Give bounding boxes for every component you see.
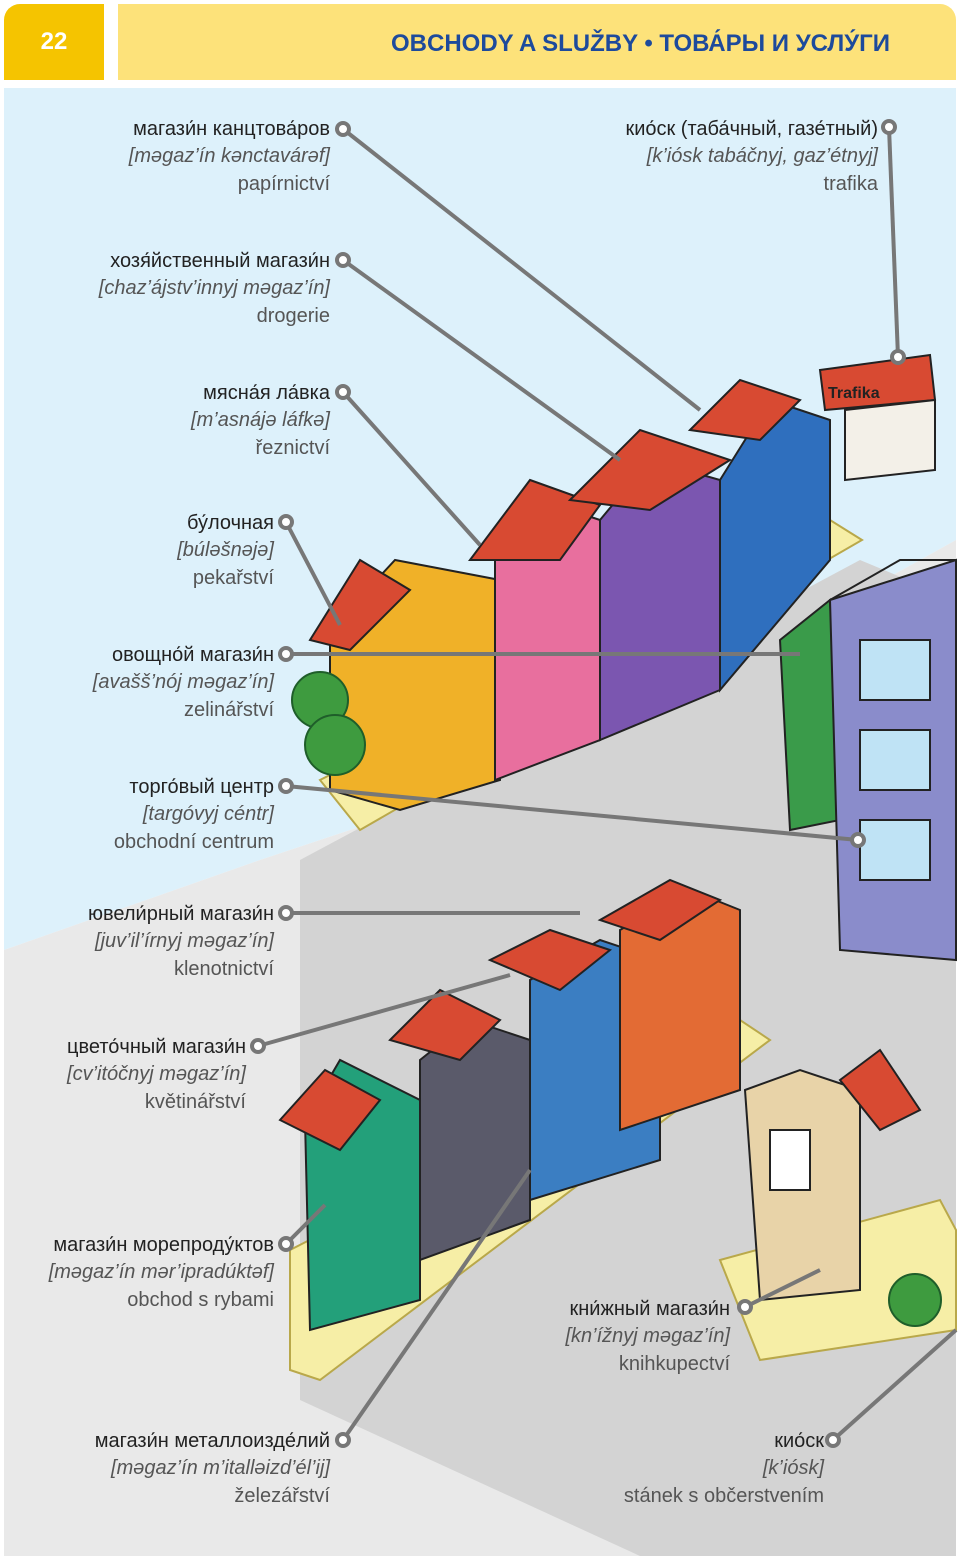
- label-butcher-shop: мясна́я ла́вка [m’asnájə láfkə] řeznictv…: [0, 380, 330, 462]
- label-hardware-transcription: [məgaz’ín m’italləizd’él’ij]: [111, 1457, 330, 1479]
- label-snack-kiosk-russian: кио́ск: [774, 1430, 824, 1452]
- shopping-centre-building: [828, 558, 957, 962]
- label-bookshop-transcription: [kn’ížnyj məgaz’ín]: [565, 1325, 730, 1347]
- label-jeweller-russian: ювели́рный магази́н: [88, 903, 274, 925]
- label-bakery: бу́лочная [búləšnəjə] pekařství: [0, 510, 274, 592]
- tobacco-kiosk: Trafika: [818, 353, 937, 482]
- label-stationery-transcription: [məgaz’ín kənctavárəf]: [128, 145, 330, 167]
- label-greengrocer-czech: zelinářství: [183, 699, 274, 721]
- label-butcher-russian: мясна́я ла́вка: [203, 382, 330, 404]
- label-greengrocer-transcription: [avašš’nój məgaz’ín]: [92, 671, 274, 693]
- label-stationery-russian: магази́н канцтова́ров: [133, 118, 330, 140]
- label-bakery-russian: бу́лочная: [186, 512, 274, 534]
- label-shopping-centre: торго́вый центр [targóvyj céntr] obchodn…: [0, 774, 274, 856]
- label-hardware-russian: магази́н металлоизде́лий: [94, 1430, 330, 1452]
- lower-row-houses: [278, 878, 741, 1332]
- label-bakery-czech: pekařství: [192, 567, 274, 589]
- chapter-header: OBCHODY A SLUŽBY • ТОВА́РЫ И УСЛУ́ГИ: [118, 4, 956, 80]
- upper-row-houses: [308, 378, 842, 832]
- label-tobacco-kiosk: кио́ск (таба́чный, газе́тный) [k’iósk ta…: [548, 116, 878, 198]
- label-shopping-centre-transcription: [targóvyj céntr]: [142, 803, 274, 825]
- label-household-transcription: [chaz’ájstv’innyj məgaz’ín]: [98, 277, 330, 299]
- label-fishmonger: магази́н морепроду́ктов [məgaz’ín mər’ip…: [0, 1232, 274, 1314]
- label-snack-kiosk: кио́ск [k’iósk] stánek s občerstvením: [494, 1428, 824, 1510]
- chapter-title: OBCHODY A SLUŽBY • ТОВА́РЫ И УСЛУ́ГИ: [390, 30, 890, 57]
- label-fishmonger-transcription: [məgaz’ín mər’ipradúktəf]: [48, 1261, 274, 1283]
- label-greengrocer: овощно́й магази́н [avašš’nój məgaz’ín] z…: [0, 642, 274, 724]
- label-jeweller-czech: klenotnictví: [173, 958, 274, 980]
- label-tobacco-kiosk-czech: trafika: [823, 173, 878, 195]
- label-florist: цвето́чный магази́н [cv’itóčnyj məgaz’ín…: [0, 1034, 246, 1116]
- label-jeweller: ювели́рный магази́н [juv’il’írnyj məgaz’…: [0, 901, 274, 983]
- label-bookshop: кни́жный магази́н [kn’ížnyj məgaz’ín] kn…: [400, 1296, 730, 1378]
- bookshop-building: [743, 1048, 922, 1302]
- label-hardware-store: магази́н металлоизде́лий [məgaz’ín m’ita…: [0, 1428, 330, 1510]
- label-florist-czech: květinářství: [144, 1091, 246, 1113]
- label-snack-kiosk-czech: stánek s občerstvením: [623, 1485, 824, 1507]
- label-florist-russian: цвето́чный магази́н: [67, 1036, 246, 1058]
- label-snack-kiosk-transcription: [k’iósk]: [762, 1457, 824, 1479]
- label-stationery-czech: papírnictví: [237, 173, 330, 195]
- label-bakery-transcription: [búləšnəjə]: [177, 539, 274, 561]
- label-stationery-shop: магази́н канцтова́ров [məgaz’ín kənctavá…: [0, 116, 330, 198]
- label-greengrocer-russian: овощно́й магази́н: [111, 644, 274, 666]
- page-number: 22: [40, 28, 68, 55]
- label-fishmonger-czech: obchod s rybami: [127, 1289, 274, 1311]
- label-butcher-transcription: [m’asnájə láfkə]: [191, 409, 330, 431]
- label-bookshop-russian: кни́жный магази́н: [569, 1298, 730, 1320]
- kiosk-sign: Trafika: [828, 385, 880, 402]
- label-household-russian: хозя́йственный магази́н: [110, 250, 330, 272]
- page-number-badge: 22: [4, 4, 104, 80]
- label-butcher-czech: řeznictví: [255, 437, 330, 459]
- leader-lines: [250, 119, 958, 1448]
- label-tobacco-kiosk-transcription: [k’iósk tabáčnyj, gaz’étnyj]: [646, 145, 878, 167]
- label-shopping-centre-czech: obchodní centrum: [113, 831, 274, 853]
- label-household-czech: drogerie: [256, 305, 330, 327]
- label-shopping-centre-russian: торго́вый центр: [129, 776, 274, 798]
- label-jeweller-transcription: [juv’il’írnyj məgaz’ín]: [95, 930, 274, 952]
- sky-area: [4, 88, 956, 950]
- label-bookshop-czech: knihkupectví: [618, 1353, 730, 1375]
- label-tobacco-kiosk-russian: кио́ск (таба́чный, газе́тный): [625, 118, 878, 140]
- label-hardware-czech: železářství: [234, 1485, 330, 1507]
- label-fishmonger-russian: магази́н морепроду́ктов: [53, 1234, 274, 1256]
- trees: [291, 671, 942, 1327]
- label-florist-transcription: [cv’itóčnyj məgaz’ín]: [67, 1063, 246, 1085]
- label-household-shop: хозя́йственный магази́н [chaz’ájstv’inny…: [0, 248, 330, 330]
